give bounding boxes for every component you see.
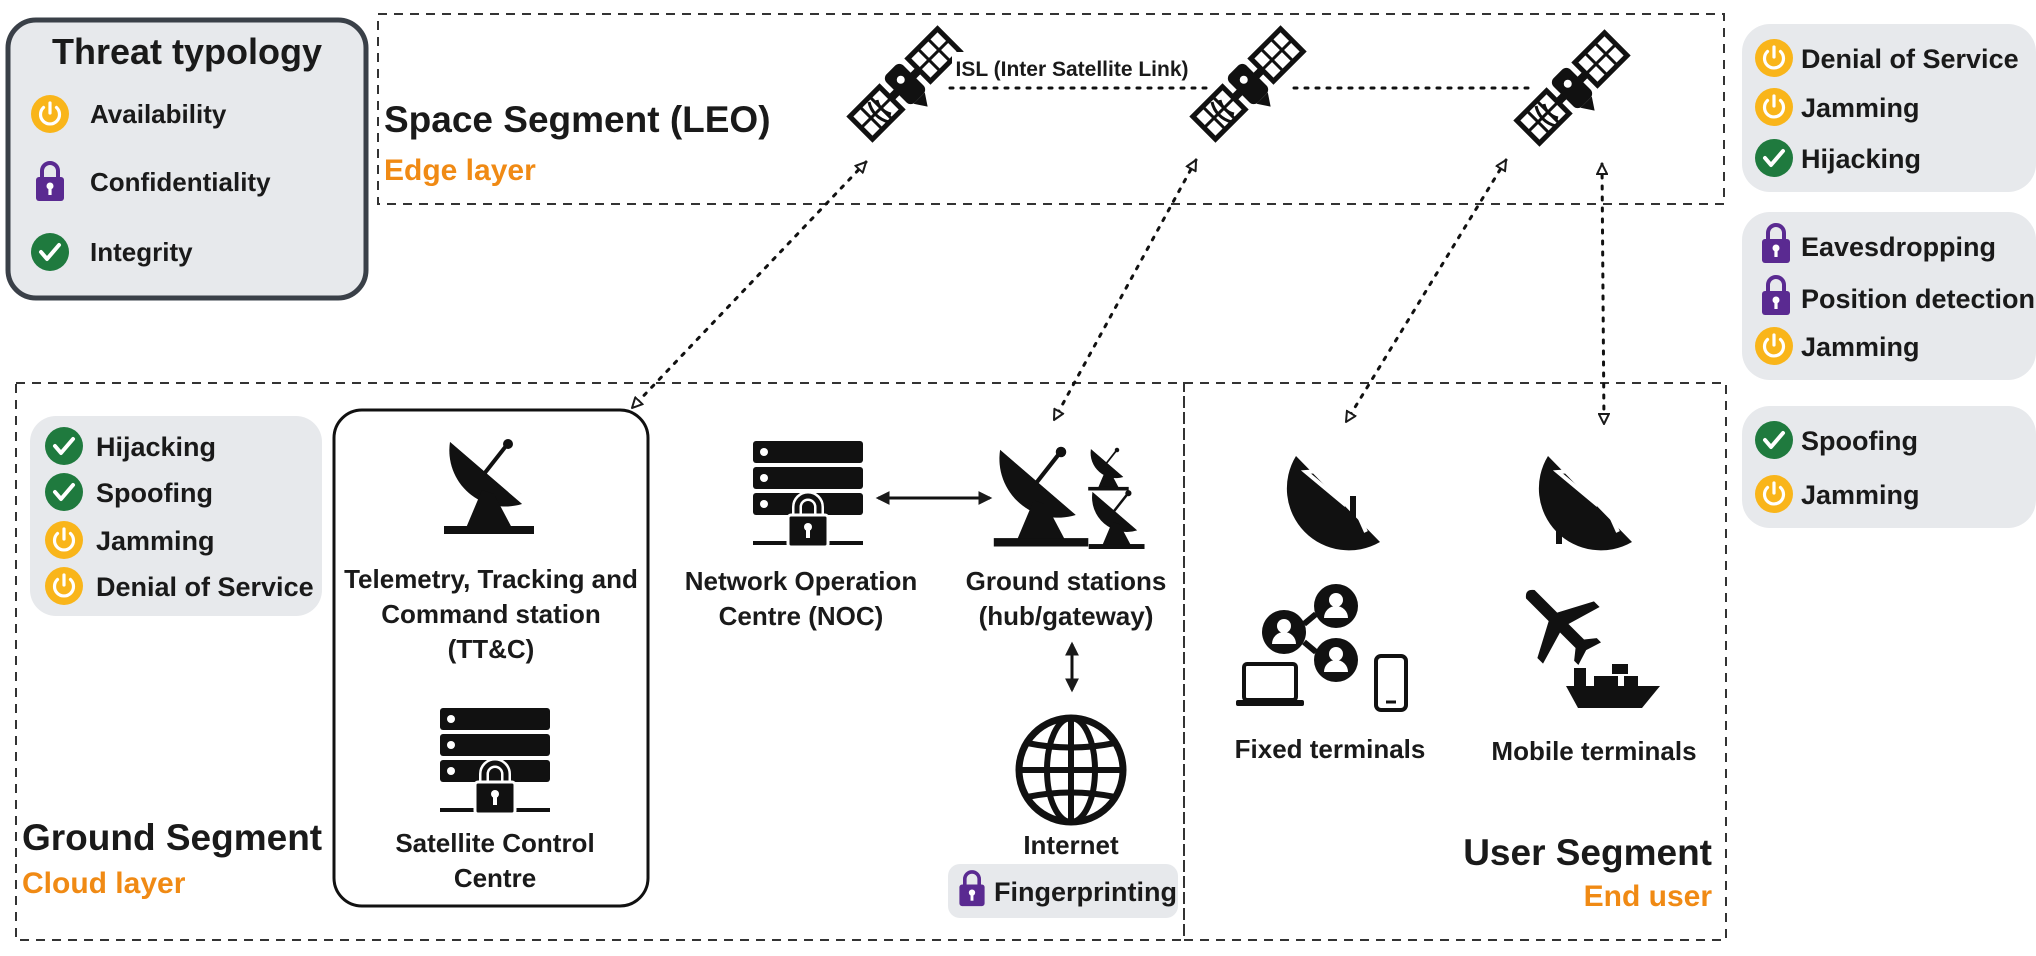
threat-typology-legend: Threat typology Availability Confidentia… bbox=[5, 17, 369, 301]
space-threat-jamming: Jamming bbox=[1801, 93, 1920, 123]
legend-availability-label: Availability bbox=[90, 99, 227, 129]
space-segment-title: Space Segment (LEO) bbox=[384, 99, 771, 140]
availability-icon bbox=[1753, 86, 1795, 128]
network-devices-icon bbox=[1236, 584, 1408, 712]
fixed-terminals-label: Fixed terminals bbox=[1235, 734, 1426, 764]
ttc-uplink bbox=[632, 162, 866, 408]
integrity-icon bbox=[43, 425, 85, 467]
ground-threats-panel: Hijacking Spoofing Jamming Denial of Ser… bbox=[30, 416, 322, 616]
fingerprinting-label: Fingerprinting bbox=[994, 877, 1177, 907]
integrity-icon bbox=[1753, 137, 1795, 179]
legend-integrity-label: Integrity bbox=[90, 237, 193, 267]
integrity-icon bbox=[43, 471, 85, 513]
satellite-dish-icon bbox=[442, 437, 536, 536]
legend-confidentiality-label: Confidentiality bbox=[90, 167, 271, 197]
terminal-dish-icon bbox=[1286, 456, 1380, 551]
ttc-label-line2: Command station bbox=[381, 599, 601, 629]
ground-stations-label-line1: Ground stations bbox=[966, 566, 1167, 596]
space-threats-panel: Denial of Service Jamming Hijacking bbox=[1742, 24, 2036, 192]
ground-stations-label-line2: (hub/gateway) bbox=[979, 601, 1154, 631]
server-lock-icon bbox=[440, 708, 550, 814]
availability-icon bbox=[1753, 473, 1795, 515]
user-segment: User Segment End user Fixed bbox=[1183, 382, 1727, 941]
fixed-terminal-uplink bbox=[1344, 160, 1508, 422]
noc-label-line1: Network Operation bbox=[685, 566, 918, 596]
ship-icon bbox=[1566, 664, 1660, 708]
isl-label: ISL (Inter Satellite Link) bbox=[956, 58, 1189, 81]
integrity-icon bbox=[1753, 419, 1795, 461]
link-threat-jamming: Jamming bbox=[1801, 332, 1920, 362]
mobile-terminal-uplink bbox=[1602, 162, 1604, 426]
user-threat-jamming: Jamming bbox=[1801, 480, 1920, 510]
fingerprinting-threat: Fingerprinting bbox=[948, 864, 1178, 918]
availability-icon bbox=[1753, 37, 1795, 79]
scc-label-line1: Satellite Control bbox=[395, 828, 594, 858]
ground-stations-icon bbox=[994, 447, 1146, 551]
availability-icon bbox=[43, 565, 85, 607]
terminal-dish-icon bbox=[1538, 456, 1632, 551]
link-threat-eavesdropping: Eavesdropping bbox=[1801, 232, 1996, 262]
mobile-terminals-label: Mobile terminals bbox=[1491, 736, 1696, 766]
space-threat-dos: Denial of Service bbox=[1801, 44, 2019, 74]
ttc-label-line3: (TT&C) bbox=[448, 634, 535, 664]
link-threats-panel: Eavesdropping Position detection Jamming bbox=[1742, 212, 2036, 380]
ground-segment-title: Ground Segment bbox=[22, 817, 322, 858]
ground-segment: Ground Segment Cloud layer Hijacking Spo… bbox=[15, 382, 1185, 941]
gateway-uplink bbox=[1052, 160, 1198, 420]
ground-threat-jamming: Jamming bbox=[96, 526, 215, 556]
segment-links bbox=[632, 160, 1604, 426]
noc-label-line2: Centre (NOC) bbox=[719, 601, 884, 631]
availability-icon bbox=[1753, 325, 1795, 367]
user-threats-panel: Spoofing Jamming bbox=[1742, 406, 2036, 528]
ttc-label-line1: Telemetry, Tracking and bbox=[344, 564, 638, 594]
user-segment-title: User Segment bbox=[1463, 832, 1712, 873]
availability-icon bbox=[29, 93, 71, 135]
link-threat-position-detection: Position detection bbox=[1801, 284, 2035, 314]
globe-icon bbox=[1015, 714, 1127, 826]
internet-label: Internet bbox=[1023, 830, 1119, 860]
server-lock-icon bbox=[753, 441, 863, 547]
ttc-scc-box: Telemetry, Tracking and Command station … bbox=[332, 408, 650, 908]
integrity-icon bbox=[29, 231, 71, 273]
legend-title: Threat typology bbox=[52, 31, 322, 72]
scc-label-line2: Centre bbox=[454, 863, 536, 893]
user-end-user-label: End user bbox=[1584, 880, 1713, 913]
ground-threat-dos: Denial of Service bbox=[96, 572, 314, 602]
ground-threat-hijacking: Hijacking bbox=[96, 432, 216, 462]
space-edge-layer-label: Edge layer bbox=[384, 154, 536, 187]
availability-icon bbox=[43, 519, 85, 561]
space-segment: Space Segment (LEO) Edge layer ISL (Inte… bbox=[377, 13, 1725, 205]
space-threat-hijacking: Hijacking bbox=[1801, 144, 1921, 174]
airplane-icon bbox=[1525, 589, 1602, 666]
user-threat-spoofing: Spoofing bbox=[1801, 426, 1918, 456]
ground-threat-spoofing: Spoofing bbox=[96, 478, 213, 508]
satellite-icon bbox=[1514, 30, 1638, 154]
ground-cloud-layer-label: Cloud layer bbox=[22, 867, 186, 900]
